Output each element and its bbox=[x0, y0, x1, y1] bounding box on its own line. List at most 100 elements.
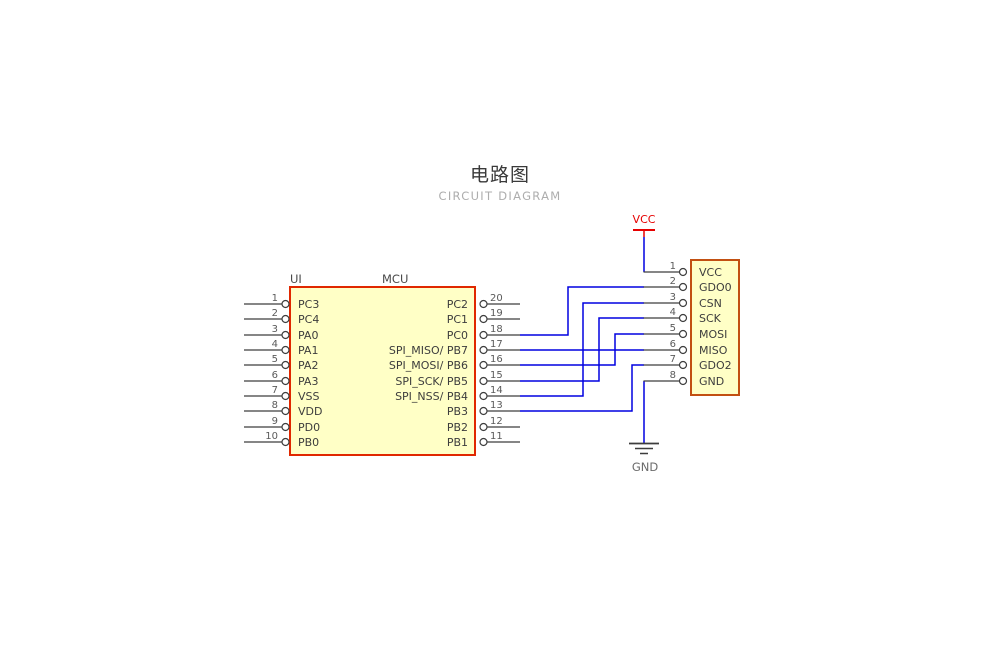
pin-number: 4 bbox=[670, 307, 676, 318]
module-pin-7: 7 GDO2 bbox=[643, 354, 732, 372]
pin-circle bbox=[281, 299, 290, 309]
page-title: 电路图 bbox=[470, 164, 530, 186]
pin-number: 4 bbox=[272, 339, 278, 350]
title-block: 电路图 CIRCUIT DIAGRAM bbox=[439, 164, 562, 203]
pin-circle bbox=[479, 437, 488, 447]
mcu-right-pin-20: 20 PC2 bbox=[447, 293, 520, 311]
pin-label: SPI_SCK/ PB5 bbox=[395, 375, 468, 388]
module-pin-4: 4 SCK bbox=[643, 307, 722, 325]
pin-number: 6 bbox=[670, 339, 676, 350]
pin-label: SPI_NSS/ PB4 bbox=[395, 390, 468, 403]
pin-number: 1 bbox=[272, 293, 278, 304]
pin-label: SCK bbox=[699, 312, 722, 325]
pin-label: GDO0 bbox=[699, 281, 732, 294]
wire-gdo2 bbox=[520, 364, 644, 412]
pin-label: PD0 bbox=[298, 421, 320, 434]
pin-number: 17 bbox=[490, 339, 503, 350]
mcu-right-pin-19: 19 PC1 bbox=[447, 308, 520, 326]
pin-label: GDO2 bbox=[699, 359, 732, 372]
mcu-left-pin-10: 10 PB0 bbox=[244, 431, 319, 449]
pin-label: PB1 bbox=[447, 436, 468, 449]
gnd-symbol: GND bbox=[629, 381, 659, 474]
mcu-left-pin-5: 5 PA2 bbox=[244, 354, 318, 372]
mcu-designator: UI bbox=[290, 272, 302, 286]
pin-label: MISO bbox=[699, 344, 728, 357]
pin-number: 16 bbox=[490, 354, 503, 365]
pin-number: 10 bbox=[265, 431, 278, 442]
pin-circle bbox=[678, 298, 688, 308]
module-pin-8: 8 GND bbox=[643, 370, 724, 388]
mcu-left-pin-9: 9 PD0 bbox=[244, 416, 320, 434]
pin-label: VSS bbox=[298, 390, 320, 403]
pin-circle bbox=[281, 406, 290, 416]
vcc-label: VCC bbox=[633, 213, 656, 226]
module-pin-3: 3 CSN bbox=[643, 292, 722, 310]
pin-number: 5 bbox=[670, 323, 676, 334]
pin-circle bbox=[678, 267, 688, 277]
mcu-symbol: UI MCU 1 PC3 2 PC4 3 PA0 4 PA1 bbox=[244, 272, 520, 456]
pin-number: 3 bbox=[272, 324, 278, 335]
mcu-right-pin-14: 14 SPI_NSS/ PB4 bbox=[395, 385, 520, 403]
pin-circle bbox=[281, 314, 290, 324]
pin-circle bbox=[479, 314, 488, 324]
pin-label: SPI_MOSI/ PB6 bbox=[389, 359, 468, 372]
wire-gdo0 bbox=[520, 286, 644, 336]
mcu-right-pin-18: 18 PC0 bbox=[447, 324, 520, 342]
pin-number: 6 bbox=[272, 370, 278, 381]
pin-circle bbox=[678, 360, 688, 370]
pin-label: VDD bbox=[298, 405, 322, 418]
mcu-left-pin-6: 6 PA3 bbox=[244, 370, 318, 388]
pin-number: 14 bbox=[490, 385, 503, 396]
pin-number: 13 bbox=[490, 400, 503, 411]
pin-circle bbox=[479, 299, 488, 309]
mcu-right-pin-15: 15 SPI_SCK/ PB5 bbox=[395, 370, 520, 388]
mcu-left-pin-1: 1 PC3 bbox=[244, 293, 319, 311]
pin-circle bbox=[281, 437, 290, 447]
pin-circle bbox=[678, 282, 688, 292]
pin-circle bbox=[678, 329, 688, 339]
pin-number: 12 bbox=[490, 416, 503, 427]
pin-number: 11 bbox=[490, 431, 503, 442]
pin-circle bbox=[281, 345, 290, 355]
mcu-left-pin-8: 8 VDD bbox=[244, 400, 322, 418]
pin-number: 18 bbox=[490, 324, 503, 335]
pin-circle bbox=[479, 422, 488, 432]
mcu-left-pin-3: 3 PA0 bbox=[244, 324, 318, 342]
pin-label: PC2 bbox=[447, 298, 468, 311]
pin-circle bbox=[281, 360, 290, 370]
pin-number: 9 bbox=[272, 416, 278, 427]
pin-label: PC3 bbox=[298, 298, 319, 311]
pin-label: PA0 bbox=[298, 329, 318, 342]
pin-label: PC4 bbox=[298, 313, 319, 326]
pin-label: MOSI bbox=[699, 328, 727, 341]
pin-circle bbox=[281, 391, 290, 401]
pin-circle bbox=[678, 376, 688, 386]
pin-number: 2 bbox=[272, 308, 278, 319]
pin-number: 7 bbox=[272, 385, 278, 396]
rf-module-body bbox=[690, 259, 740, 396]
pin-circle bbox=[479, 345, 488, 355]
mcu-right-pin-12: 12 PB2 bbox=[447, 416, 520, 434]
pin-circle bbox=[479, 330, 488, 340]
pin-label: PC0 bbox=[447, 329, 468, 342]
pin-number: 7 bbox=[670, 354, 676, 365]
pin-label: PA2 bbox=[298, 359, 318, 372]
mcu-left-pin-7: 7 VSS bbox=[244, 385, 320, 403]
pin-label: PB0 bbox=[298, 436, 319, 449]
gnd-label: GND bbox=[632, 460, 659, 474]
pin-label: PA1 bbox=[298, 344, 318, 357]
module-pin-5: 5 MOSI bbox=[643, 323, 727, 341]
pin-circle bbox=[479, 406, 488, 416]
pin-number: 1 bbox=[670, 261, 676, 272]
pin-label: PA3 bbox=[298, 375, 318, 388]
mcu-right-pin-13: 13 PB3 bbox=[447, 400, 520, 418]
pin-circle bbox=[281, 376, 290, 386]
pin-number: 3 bbox=[670, 292, 676, 303]
page-subtitle: CIRCUIT DIAGRAM bbox=[439, 189, 562, 203]
pin-number: 20 bbox=[490, 293, 503, 304]
pin-circle bbox=[678, 345, 688, 355]
mcu-left-pin-4: 4 PA1 bbox=[244, 339, 318, 357]
pin-number: 2 bbox=[670, 276, 676, 287]
pin-circle bbox=[479, 391, 488, 401]
